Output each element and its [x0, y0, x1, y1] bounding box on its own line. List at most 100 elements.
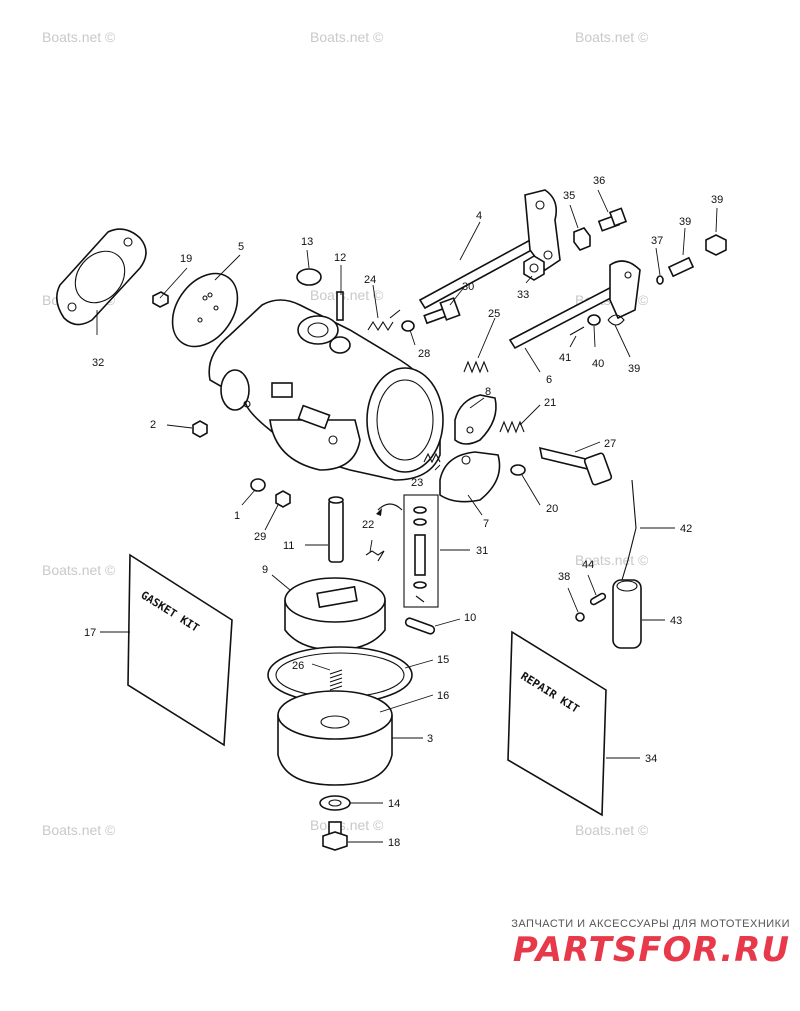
part-bushing-35 [573, 227, 591, 251]
callout: 34 [645, 753, 657, 765]
part-spring-39-b [607, 314, 625, 326]
watermark: Boats.net © [310, 287, 384, 303]
callout: 20 [546, 503, 558, 515]
part-clip-40 [587, 314, 601, 326]
part-screw-37 [667, 256, 695, 278]
callout: 17 [84, 627, 96, 639]
callout: 25 [488, 308, 500, 320]
part-float [284, 577, 386, 651]
callout: 3 [427, 733, 433, 745]
callout: 12 [334, 252, 346, 264]
part-washer-28 [401, 320, 415, 332]
callout: 15 [437, 654, 449, 666]
part-carburetor-body [208, 299, 444, 481]
callout: 19 [180, 253, 192, 265]
part-primer [612, 579, 642, 649]
watermark: Boats.net © [575, 552, 649, 568]
watermark: Boats.net © [42, 562, 116, 578]
gasket-kit-card: GASKET KIT [127, 553, 233, 747]
callout: 43 [670, 615, 682, 627]
part-screw-29 [275, 490, 291, 508]
brand-logo[interactable]: PARTSFOR.RU [512, 930, 790, 970]
part-float-bowl [277, 690, 393, 786]
callout: 27 [604, 438, 616, 450]
callout: 2 [150, 419, 156, 431]
part-choke-plate [454, 394, 497, 445]
callout: 38 [558, 571, 570, 583]
watermark: Boats.net © [575, 822, 649, 838]
callout: 11 [283, 540, 294, 552]
part-throttle-shaft [418, 189, 561, 310]
part-idle-screw-27 [538, 446, 613, 486]
callout: 4 [476, 210, 482, 222]
part-drain-plug [322, 821, 348, 851]
part-washer-14 [319, 795, 351, 811]
part-screw-2 [192, 420, 208, 438]
callout: 10 [464, 612, 476, 624]
callout: 32 [92, 357, 104, 369]
part-link-rod [621, 479, 637, 581]
callout: 22 [362, 519, 374, 531]
part-screw-19 [152, 291, 169, 308]
callout: 31 [476, 545, 488, 557]
part-spring-24 [367, 309, 401, 332]
part-nut-33 [523, 255, 545, 281]
part-washer-1 [250, 478, 266, 492]
callout: 9 [262, 564, 268, 576]
callout: 18 [388, 837, 400, 849]
leader-lines [96, 189, 718, 843]
callout: 29 [254, 531, 266, 543]
part-screw-20 [510, 464, 526, 476]
callout: 39 [679, 216, 691, 228]
callout: 23 [411, 477, 423, 489]
part-float-pin [404, 617, 436, 635]
part-screw-30 [423, 297, 461, 325]
watermark: Boats.net © [42, 29, 116, 45]
callout: 24 [364, 274, 376, 286]
callout: 16 [437, 690, 449, 702]
watermark: Boats.net © [310, 817, 384, 833]
repair-kit-card: REPAIR KIT [507, 630, 607, 817]
callout: 6 [546, 374, 552, 386]
part-float-valve-assembly [403, 494, 439, 608]
callout: 7 [483, 518, 489, 530]
callout: 8 [485, 386, 491, 398]
part-diaphragm [171, 272, 239, 348]
callout: 41 [559, 352, 571, 364]
part-gasket-flange [56, 228, 147, 326]
part-oring-39-c [575, 612, 585, 622]
callout: 21 [544, 397, 556, 409]
callout: 1 [234, 510, 240, 522]
callout: 5 [238, 241, 244, 253]
callout: 39 [628, 363, 640, 375]
footer-caption: ЗАПЧАСТИ И АКСЕССУАРЫ ДЛЯ МОТОТЕХНИКИ [511, 918, 790, 930]
callout: 33 [517, 289, 529, 301]
part-pin-41 [569, 326, 585, 336]
callout: 37 [651, 235, 663, 247]
part-pin-44 [589, 592, 607, 606]
part-spring-21 [499, 420, 525, 434]
callouts: 32 19 5 13 12 24 30 4 35 36 37 39 39 33 … [84, 175, 723, 849]
watermark: Boats.net © [575, 29, 649, 45]
part-throttle-plate [439, 451, 501, 503]
part-spring-22 [365, 550, 385, 562]
callout: 36 [593, 175, 605, 187]
callout: 40 [592, 358, 604, 370]
callout: 42 [680, 523, 692, 535]
callout: 44 [582, 559, 594, 571]
part-spring-25 [463, 360, 489, 374]
part-choke-shaft [508, 260, 641, 350]
callout: 13 [301, 236, 313, 248]
part-screw-36 [597, 207, 628, 232]
part-welch-plug [296, 268, 322, 286]
part-needle-12 [336, 291, 344, 321]
watermark: Boats.net © [310, 29, 384, 45]
part-washer-39-a [656, 275, 664, 285]
part-main-nozzle [328, 496, 344, 563]
footer-brand-block: ЗАПЧАСТИ И АКСЕССУАРЫ ДЛЯ МОТОТЕХНИКИ PA… [470, 918, 790, 970]
watermark: Boats.net © [42, 822, 116, 838]
part-screw-38 [705, 234, 727, 256]
callout: 26 [292, 660, 304, 672]
part-spring-26 [329, 669, 343, 691]
